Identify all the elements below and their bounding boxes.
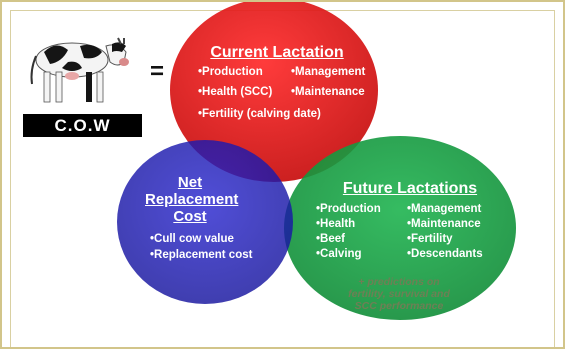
current-lactation-item: •Maintenance	[291, 86, 365, 98]
future-lactations-item: •Beef	[316, 233, 345, 245]
net-replacement-cost-item: •Replacement cost	[150, 249, 253, 261]
net-replacement-cost-title-line: Net	[177, 174, 203, 191]
current-lactation-item: •Management	[291, 66, 366, 78]
predictions-note: + predictions on fertility, survival and…	[324, 276, 474, 312]
equals-sign: =	[150, 58, 165, 85]
current-lactation-title: Current Lactation	[210, 44, 344, 61]
future-lactations-item: •Maintenance	[407, 218, 481, 230]
future-lactations-item: •Calving	[316, 248, 362, 260]
future-lactations-title: Future Lactations	[342, 180, 478, 197]
current-lactation-circle	[170, 2, 378, 182]
future-lactations-item: •Management	[407, 203, 482, 215]
current-lactation-item: •Health (SCC)	[198, 86, 273, 98]
cow-acronym-label: C.O.W	[23, 114, 142, 137]
current-lactation-item: •Fertility (calving date)	[198, 108, 321, 120]
net-replacement-cost-item: •Cull cow value	[150, 233, 234, 245]
future-lactations-item: •Fertility	[407, 233, 453, 245]
predictions-note-line: SCC performance	[354, 300, 444, 312]
predictions-note-line: fertility, survival and	[348, 288, 450, 300]
net-replacement-cost-title-line: Replacement	[145, 191, 239, 208]
future-lactations-item: •Health	[316, 218, 356, 230]
current-lactation-item: •Production	[198, 66, 263, 78]
future-lactations-circle	[284, 136, 516, 320]
net-replacement-cost-title-line: Cost	[173, 208, 207, 225]
net-replacement-cost-circle	[117, 140, 293, 304]
cow-icon	[30, 37, 129, 103]
future-lactations-item: •Production	[316, 203, 381, 215]
predictions-note-line: + predictions on	[358, 276, 440, 288]
future-lactations-item: •Descendants	[407, 248, 483, 260]
